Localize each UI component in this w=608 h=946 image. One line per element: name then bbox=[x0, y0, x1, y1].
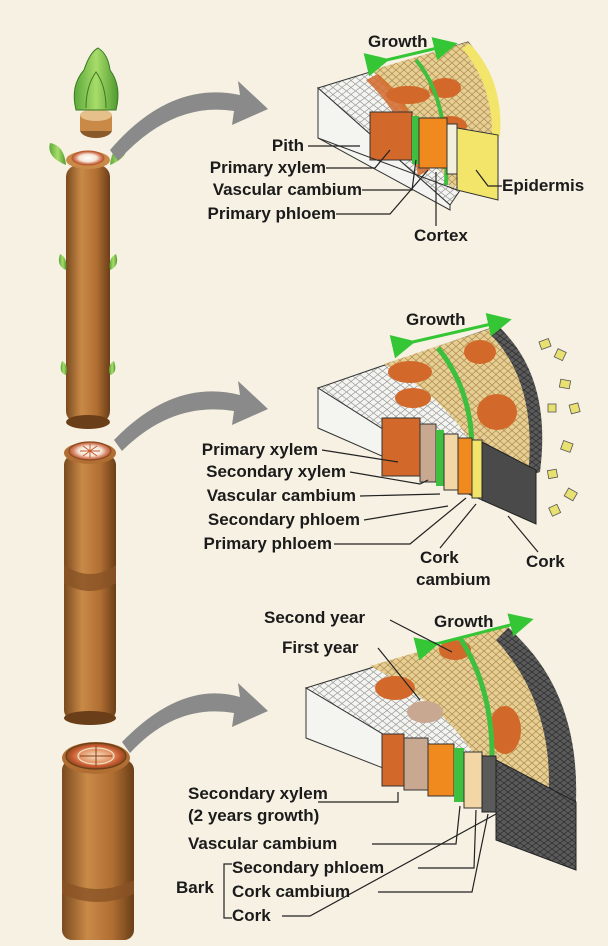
vascular-cambium-label-3: Vascular cambium bbox=[188, 834, 338, 853]
cork-cambium-label-3: Cork cambium bbox=[232, 882, 351, 901]
cortex-label: Cortex bbox=[414, 226, 468, 245]
two-year-stem bbox=[62, 742, 134, 940]
wedge-second-year bbox=[304, 625, 577, 871]
pith-label: Pith bbox=[271, 136, 304, 155]
one-year-stem bbox=[64, 441, 116, 725]
secondary-xylem-label-3: Secondary xylem bbox=[188, 784, 328, 803]
curved-arrows bbox=[110, 81, 268, 753]
cork-cambium-label-2b: cambium bbox=[416, 570, 491, 589]
epidermis-label: Epidermis bbox=[502, 176, 585, 195]
vascular-cambium-label-2: Vascular cambium bbox=[206, 486, 356, 505]
wedge-primary-growth bbox=[317, 41, 501, 211]
growth-note-label: (2 years growth) bbox=[188, 806, 320, 825]
young-twig bbox=[49, 47, 127, 429]
vascular-cambium-label-1: Vascular cambium bbox=[212, 180, 362, 199]
cork-label-3: Cork bbox=[232, 906, 271, 925]
growth-label-1: Growth bbox=[368, 32, 428, 51]
cork-cambium-label-2a: Cork bbox=[420, 548, 459, 567]
growth-arrows bbox=[363, 37, 534, 661]
primary-phloem-label-2: Primary phloem bbox=[203, 534, 333, 553]
second-year-label: Second year bbox=[264, 608, 366, 627]
growth-label-3: Growth bbox=[434, 612, 494, 631]
primary-xylem-label-1: Primary xylem bbox=[209, 158, 326, 177]
leader-lines bbox=[223, 145, 539, 919]
secondary-phloem-label-2: Secondary phloem bbox=[207, 510, 360, 529]
primary-phloem-label-1: Primary phloem bbox=[207, 204, 337, 223]
secondary-xylem-label-2: Secondary xylem bbox=[206, 462, 346, 481]
cork-label-2: Cork bbox=[526, 552, 565, 571]
bark-label: Bark bbox=[176, 878, 214, 897]
growth-label-2: Growth bbox=[406, 310, 466, 329]
secondary-phloem-label-3: Secondary phloem bbox=[232, 858, 385, 877]
primary-xylem-label-2: Primary xylem bbox=[201, 440, 318, 459]
wedge-first-year bbox=[316, 325, 581, 525]
first-year-label: First year bbox=[282, 638, 359, 657]
